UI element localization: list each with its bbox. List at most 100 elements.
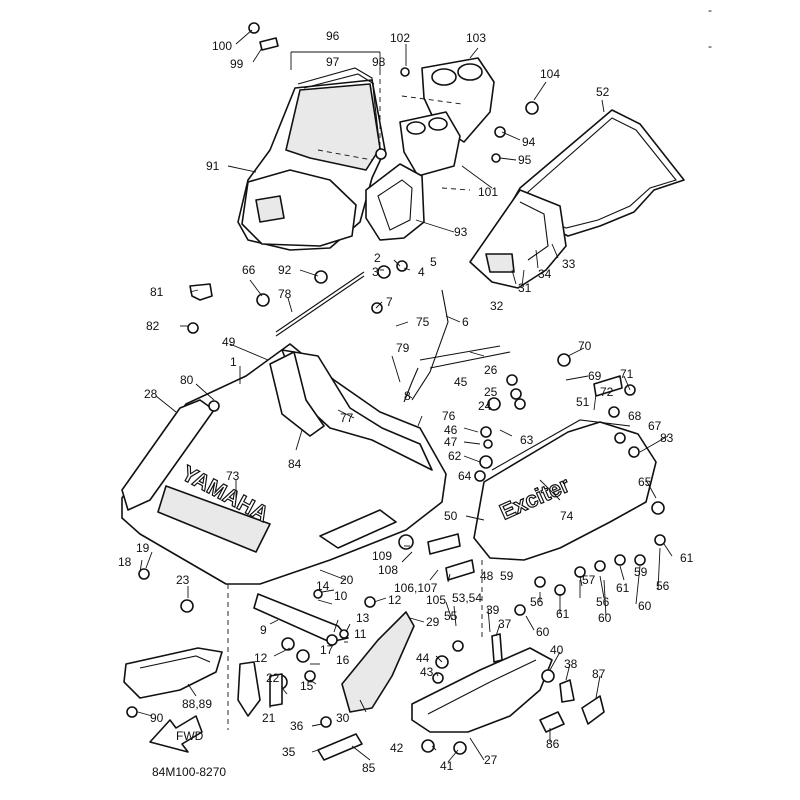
callout-labels: 100 99 96 97 98 102 103 104 52 94 95 91 … (118, 29, 694, 775)
lower-guard-88-89[interactable] (123, 647, 223, 699)
callout-22: 22 (266, 671, 280, 685)
callout-73: 73 (226, 469, 240, 483)
callout-15: 15 (300, 679, 314, 693)
callout-12-b: 12 (254, 651, 268, 665)
windshield-bracket-93[interactable] (365, 163, 425, 241)
callout-64: 64 (458, 469, 472, 483)
callout-65: 65 (638, 475, 652, 489)
callout-50: 50 (444, 509, 458, 523)
callout-45: 45 (454, 375, 468, 389)
callout-51: 51 (576, 395, 590, 409)
callout-44: 44 (416, 651, 430, 665)
callout-77: 77 (340, 411, 354, 425)
callout-23: 23 (176, 573, 190, 587)
callout-52: 52 (596, 85, 610, 99)
callout-106-107: 106,107 (394, 581, 438, 595)
callout-94: 94 (522, 135, 536, 149)
callout-6: 6 (462, 315, 469, 329)
callout-59-a: 59 (500, 569, 514, 583)
callout-46: 46 (444, 423, 458, 437)
callout-1: 1 (230, 355, 237, 369)
callout-62: 62 (448, 449, 462, 463)
seat-block-29-30[interactable] (341, 611, 415, 713)
callout-59-b: 59 (634, 565, 648, 579)
callout-60-b: 60 (598, 611, 612, 625)
callout-86: 86 (546, 737, 560, 751)
callout-3: 3 (372, 265, 379, 279)
inner-bracket-31-34[interactable] (469, 189, 567, 289)
bracket-9[interactable] (253, 593, 349, 643)
callout-17: 17 (320, 643, 334, 657)
callout-36: 36 (290, 719, 304, 733)
callout-61-b: 61 (616, 581, 630, 595)
corner-mark-mid: - (708, 39, 712, 53)
callout-13: 13 (356, 611, 370, 625)
callout-43: 43 (420, 665, 434, 679)
corner-mark-top: - (708, 3, 712, 17)
callout-41: 41 (440, 759, 454, 773)
callout-37: 37 (498, 617, 512, 631)
callout-82: 82 (146, 319, 160, 333)
callout-104: 104 (540, 67, 560, 81)
callout-102: 102 (390, 31, 410, 45)
reference-lines (227, 95, 483, 730)
callout-75: 75 (416, 315, 430, 329)
callout-28: 28 (144, 387, 158, 401)
callout-20: 20 (340, 573, 354, 587)
callout-47: 47 (444, 435, 458, 449)
callout-88-89: 88,89 (182, 697, 212, 711)
callout-93: 93 (454, 225, 468, 239)
callout-100: 100 (212, 39, 232, 53)
callout-85: 85 (362, 761, 376, 775)
callout-4: 4 (418, 265, 425, 279)
windshield-assembly[interactable] (237, 67, 387, 251)
callout-96: 96 (326, 29, 340, 43)
callout-84: 84 (288, 457, 302, 471)
callout-97: 97 (326, 55, 340, 69)
callout-83: 83 (660, 431, 674, 445)
callout-39: 39 (486, 603, 500, 617)
callout-63: 63 (520, 433, 534, 447)
callout-91: 91 (206, 159, 220, 173)
callout-87: 87 (592, 667, 606, 681)
callout-81: 81 (150, 285, 164, 299)
callout-67: 67 (648, 419, 662, 433)
callout-69: 69 (588, 369, 602, 383)
callout-8: 8 (404, 389, 411, 403)
callout-9: 9 (260, 623, 267, 637)
callout-2: 2 (374, 251, 381, 265)
callout-99: 99 (230, 57, 244, 71)
callout-105: 105 (426, 593, 446, 607)
callout-34: 34 (538, 267, 552, 281)
callout-5: 5 (430, 255, 437, 269)
callout-55: 55 (444, 609, 458, 623)
callout-29: 29 (426, 615, 440, 629)
callout-56-c: 56 (596, 595, 610, 609)
callout-79: 79 (396, 341, 410, 355)
callout-56-a: 56 (656, 579, 670, 593)
side-panel-50[interactable]: Exciter (473, 419, 657, 561)
callout-90: 90 (150, 711, 164, 725)
callout-24: 24 (478, 399, 492, 413)
callout-48: 48 (480, 569, 494, 583)
callout-61-a: 61 (680, 551, 694, 565)
callout-26: 26 (484, 363, 498, 377)
callout-49: 49 (222, 335, 236, 349)
callout-7: 7 (386, 295, 393, 309)
meter-bracket-101[interactable] (399, 111, 461, 177)
callout-78: 78 (278, 287, 292, 301)
callout-21: 21 (262, 711, 276, 725)
callout-98: 98 (372, 55, 386, 69)
callout-56-b: 56 (530, 595, 544, 609)
callout-95: 95 (518, 153, 532, 167)
callout-109: 109 (372, 549, 392, 563)
callout-25: 25 (484, 385, 498, 399)
belly-pan-27[interactable] (411, 647, 553, 733)
callout-33: 33 (562, 257, 576, 271)
callout-11: 11 (354, 627, 367, 641)
callout-80: 80 (180, 373, 194, 387)
linkage-rods[interactable] (275, 271, 511, 403)
callout-10: 10 (334, 589, 348, 603)
